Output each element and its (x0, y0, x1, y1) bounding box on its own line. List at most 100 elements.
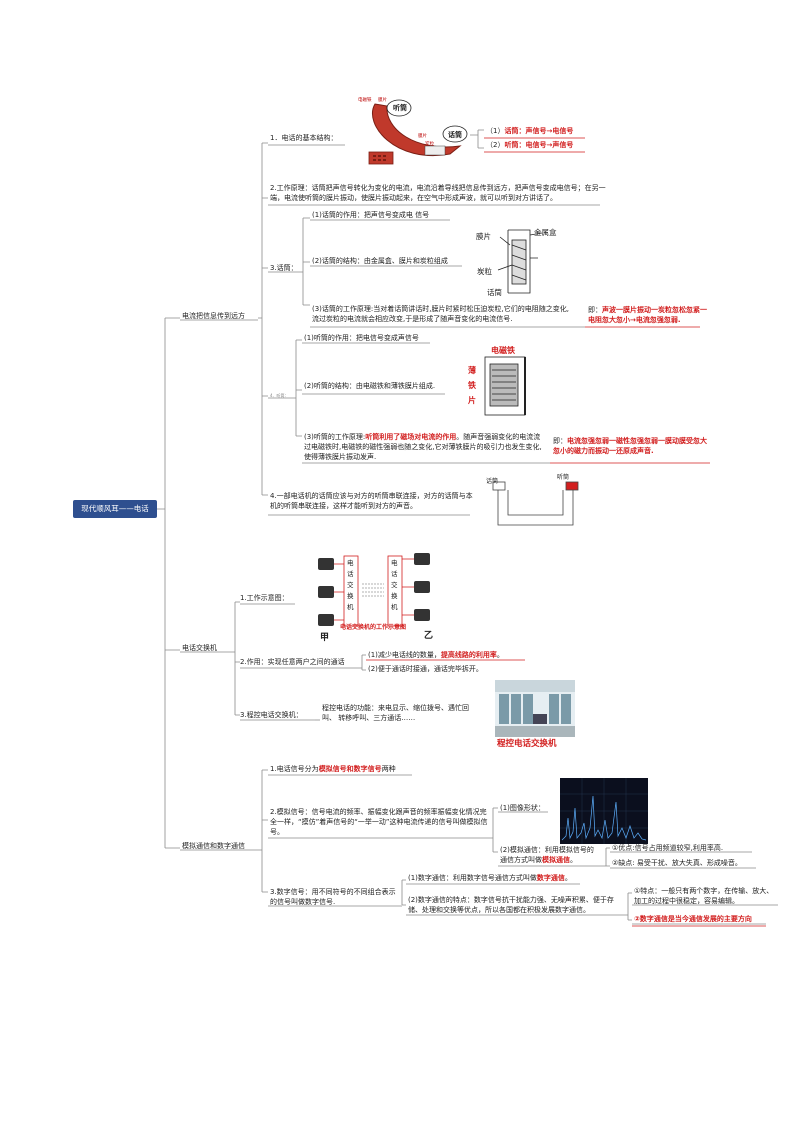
signal-types: 1.电话信号分为模拟信号和数字信号两种 (270, 764, 396, 774)
digital-feature-2: ②数字通信是当今通信发展的主要方向 (634, 915, 752, 923)
receiver-figure (484, 356, 526, 416)
branch-label-analog-digital: 模拟通信和数字通信 (182, 842, 245, 850)
digital-signal-def: 3.数字信号：用不同符号的不同组合表示的信号叫做数字信号. (270, 888, 396, 906)
structure-item-2: （2）听筒：电信号→声信号 (486, 140, 573, 150)
exchange-right-char-5: 机 (391, 603, 398, 611)
diaphragm-tag-b: 膜片 (418, 134, 427, 139)
signal-types-red: 模拟信号和数字信号 (318, 765, 382, 773)
exchange-jia: 甲 (320, 633, 330, 643)
structure-item-2-prefix: （2） (486, 141, 505, 149)
exchange-role: 2.作用：实现任意两户之间的通话 (240, 658, 345, 666)
microphone-figure (497, 229, 543, 294)
exchange-role-1-red: 提高线路的利用率 (440, 651, 497, 659)
carbon-tag: 炭粒 (425, 142, 434, 147)
receiver-label: 4．听筒： (270, 393, 289, 398)
signal-types-prefix: 1.电话信号分为 (270, 765, 319, 773)
microphone-note: 即：声波一膜片振动一炭粒忽松忽紧一电阻忽大忽小→电流忽强忽弱. (588, 305, 708, 325)
receiver-function: (1)听筒的作用：把电信号变成声信号 (304, 334, 419, 342)
exchange-left-char-4: 换 (347, 592, 354, 600)
telephone-handset-figure (368, 99, 468, 165)
exchange-left-char-1: 电 (347, 559, 354, 567)
exchange-left-char-2: 话 (347, 570, 354, 578)
circuit-mic-tag: 话筒 (486, 478, 499, 485)
structure-item-2-red: 听筒：电信号→声信号 (504, 141, 574, 149)
exchange-room-photo (495, 680, 575, 737)
exchange-right-char-2: 话 (391, 570, 398, 578)
signal-types-suffix: 两种 (381, 765, 396, 773)
analog-comm-prefix: (2)模拟通信：利用模拟信号的通信方式叫做 (500, 846, 594, 864)
circuit-receiver-tag: 听筒 (557, 474, 570, 481)
exchange-role-1: (1)减少电话线的数量，提高线路的利用率。 (368, 650, 504, 660)
receiver-principle-body: 。随声音强弱变化的电流流过电磁铁时,电磁铁的磁性强弱也随之变化,它对薄铁膜片的吸… (304, 433, 542, 461)
digital-comm-red: 数字通信 (536, 874, 565, 882)
fig-iron: 铁 (468, 381, 476, 390)
microphone-label: 3.话筒： (270, 264, 298, 272)
analog-comm-red: 模拟通信 (542, 856, 570, 864)
receiver-note-red: 电流忽强忽弱一磁性忽强忽弱一膜动膜受忽大忽小的磁力而振动一还原成声音. (553, 437, 707, 455)
exchange-yi: 乙 (424, 631, 434, 641)
program-exchange-functions: 程控电话的功能：来电显示、缩位拨号、遇忙回叫、 转移呼叫、三方通话…… (322, 704, 469, 722)
exchange-diagram-figure (318, 553, 430, 627)
basic-structure-label: 1．电话的基本结构： (270, 134, 338, 142)
structure-item-1-red: 话筒：声信号→电信号 (504, 127, 574, 135)
exchange-left-char-3: 交 (347, 581, 354, 589)
receiver-tag: 听筒 (393, 104, 407, 112)
analog-comm: (2)模拟通信：利用模拟信号的通信方式叫做模拟通信。 (500, 845, 600, 865)
fig-electromagnet: 电磁铁 (491, 346, 515, 356)
circuit-figure (492, 481, 579, 526)
exchange-left-col: 电话交换机 (347, 558, 357, 613)
root-topic: 现代顺风耳——电话 (73, 500, 157, 518)
working-principle: 2.工作原理：话筒把声信号转化为变化的电流，电流沿着导线把信息传到远方，把声信号… (270, 184, 606, 202)
fig-electromagnet-text: 电磁铁 (491, 346, 515, 355)
analog-advantage: ①优点:信号占用频道较窄,利用率高. (612, 844, 724, 852)
diaphragm-tag-a: 膜片 (378, 98, 387, 103)
microphone-principle: (3)话筒的工作原理:当对着话筒讲话时,膜片时紧时松压迫炭粒,它们的电阻随之变化… (312, 305, 569, 323)
receiver-note: 即：电流忽强忽弱一磁性忽强忽弱一膜动膜受忽大忽小的磁力而振动一还原成声音. (553, 436, 713, 456)
receiver-principle: (3)听筒的工作原理:听筒利用了磁场对电流的作用。随声音强弱变化的电流流过电磁铁… (304, 432, 544, 462)
fig-microphone: 话筒 (487, 288, 502, 297)
microphone-tag: 话筒 (448, 131, 462, 139)
analog-disadvantage: ②缺点: 易受干扰、放大失真、形成噪音。 (612, 859, 742, 867)
exchange-right-char-3: 交 (391, 581, 398, 589)
receiver-structure: (2)听筒的结构：由电磁铁和薄铁膜片组成. (304, 382, 436, 390)
exchange-left-char-5: 机 (347, 603, 354, 611)
digital-comm-features: (2)数字通信的特点：数字信号抗干扰能力强、无噪声积累、便于存储、处理和交换等优… (408, 896, 614, 914)
fig-metal-box: 金属盒 (534, 228, 557, 237)
fig-diaphragm: 膜片 (476, 232, 491, 241)
receiver-principle-prefix: (3)听筒的工作原理: (304, 433, 366, 441)
exchange-caption: 电话交换机的工作示意图 (340, 624, 407, 631)
receiver-principle-red: 听筒利用了磁场对电流的作用 (365, 433, 457, 441)
digital-comm-suffix: 。 (564, 874, 572, 882)
exchange-role-1-prefix: (1)减少电话线的数量， (368, 651, 441, 659)
exchange-right-char-4: 换 (391, 592, 398, 600)
structure-item-1-prefix: （1） (486, 127, 505, 135)
structure-item-1: （1）话筒：声信号→电信号 (486, 126, 573, 136)
analog-signal-def: 2.模拟信号：信号电流的频率、振幅变化跟声音的频率振幅变化情况完全一样，“摸仿”… (270, 808, 488, 836)
fig-thin: 薄 (468, 366, 476, 375)
microphone-note-red: 声波一膜片振动一炭粒忽松忽紧一电阻忽大忽小→电流忽强忽弱. (588, 306, 707, 324)
microphone-structure: (2)话筒的结构：由金属盒、膜片和炭粒组成 (312, 257, 448, 265)
fig-film: 片 (468, 396, 476, 405)
digital-feature-1: ①特点：一般只有两个数字，在传输、放大、加工的过程中很稳定，容易编辑。 (634, 887, 774, 905)
series-connection: 4.一部电话机的话筒应该与对方的听筒串联连接，对方的话筒与本机的听筒串联连接，这… (270, 492, 473, 510)
analog-waveform-figure (560, 778, 648, 844)
analog-comm-suffix: 。 (570, 856, 577, 864)
microphone-note-prefix: 即： (588, 306, 602, 314)
branch-label-exchange: 电话交换机 (182, 644, 217, 652)
receiver-note-prefix: 即： (553, 437, 567, 445)
exchange-right-col: 电话交换机 (391, 558, 401, 613)
program-exchange-label: 3.程控电话交换机： (240, 711, 303, 719)
fig-carbon: 炭粒 (477, 267, 492, 276)
exchange-diagram-label: 1.工作示意图： (240, 594, 289, 602)
exchange-right-char-1: 电 (391, 559, 398, 567)
exchange-role-2: (2)便于通话时接通，通话完毕拆开。 (368, 665, 483, 673)
waveform-label: (1)图像形状： (500, 804, 545, 812)
branch-label-signal-transmission: 电流把信息传到远方 (182, 312, 245, 320)
digital-comm-prefix: (1)数字通信：利用数字信号通信方式叫做 (408, 874, 537, 882)
microphone-function: (1)话筒的作用：把声信号变成电 信号 (312, 211, 430, 219)
digital-comm: (1)数字通信：利用数字信号通信方式叫做数字通信。 (408, 873, 572, 883)
program-exchange-caption: 程控电话交换机 (497, 739, 557, 749)
exchange-role-1-suffix: 。 (496, 651, 504, 659)
electromagnet-tag: 电磁铁 (358, 98, 372, 103)
